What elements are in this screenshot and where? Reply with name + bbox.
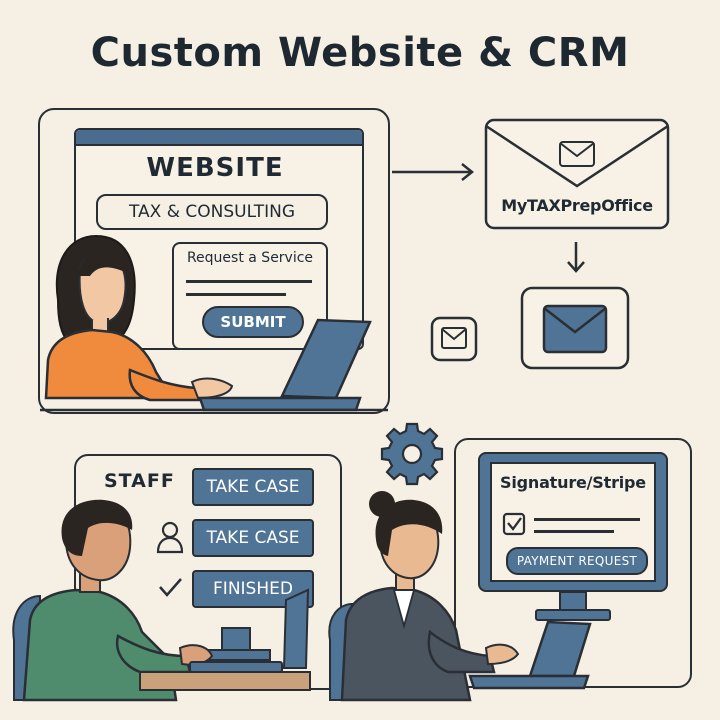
signature-heading: Signature/Stripe <box>500 473 646 492</box>
finished-button[interactable]: FINISHED <box>192 570 314 608</box>
take-case-label-2: TAKE CASE <box>206 528 300 548</box>
take-case-button-1[interactable]: TAKE CASE <box>192 468 314 506</box>
request-form-title: Request a Service <box>186 250 314 266</box>
website-heading: WEBSITE <box>146 153 284 183</box>
payment-request-button[interactable]: PAYMENT REQUEST <box>506 547 648 575</box>
submit-button[interactable]: SUBMIT <box>202 306 304 338</box>
browser-title-bar <box>76 130 362 146</box>
website-tagline-pill: TAX & CONSULTING <box>96 194 328 230</box>
signature-line-2 <box>534 530 614 533</box>
email-brand-label: MyTAXPrepOffice <box>501 196 653 215</box>
staff-heading: STAFF <box>104 470 175 492</box>
take-case-label-1: TAKE CASE <box>206 477 300 497</box>
finished-label: FINISHED <box>213 579 293 599</box>
page-title: Custom Website & CRM <box>90 30 630 76</box>
form-field-line-2 <box>186 293 286 296</box>
submit-button-label: SUBMIT <box>220 313 286 331</box>
take-case-button-2[interactable]: TAKE CASE <box>192 519 314 557</box>
form-field-line-1 <box>186 280 312 283</box>
website-tagline: TAX & CONSULTING <box>128 202 296 222</box>
signature-line-1 <box>534 518 640 521</box>
payment-request-label: PAYMENT REQUEST <box>516 554 638 568</box>
